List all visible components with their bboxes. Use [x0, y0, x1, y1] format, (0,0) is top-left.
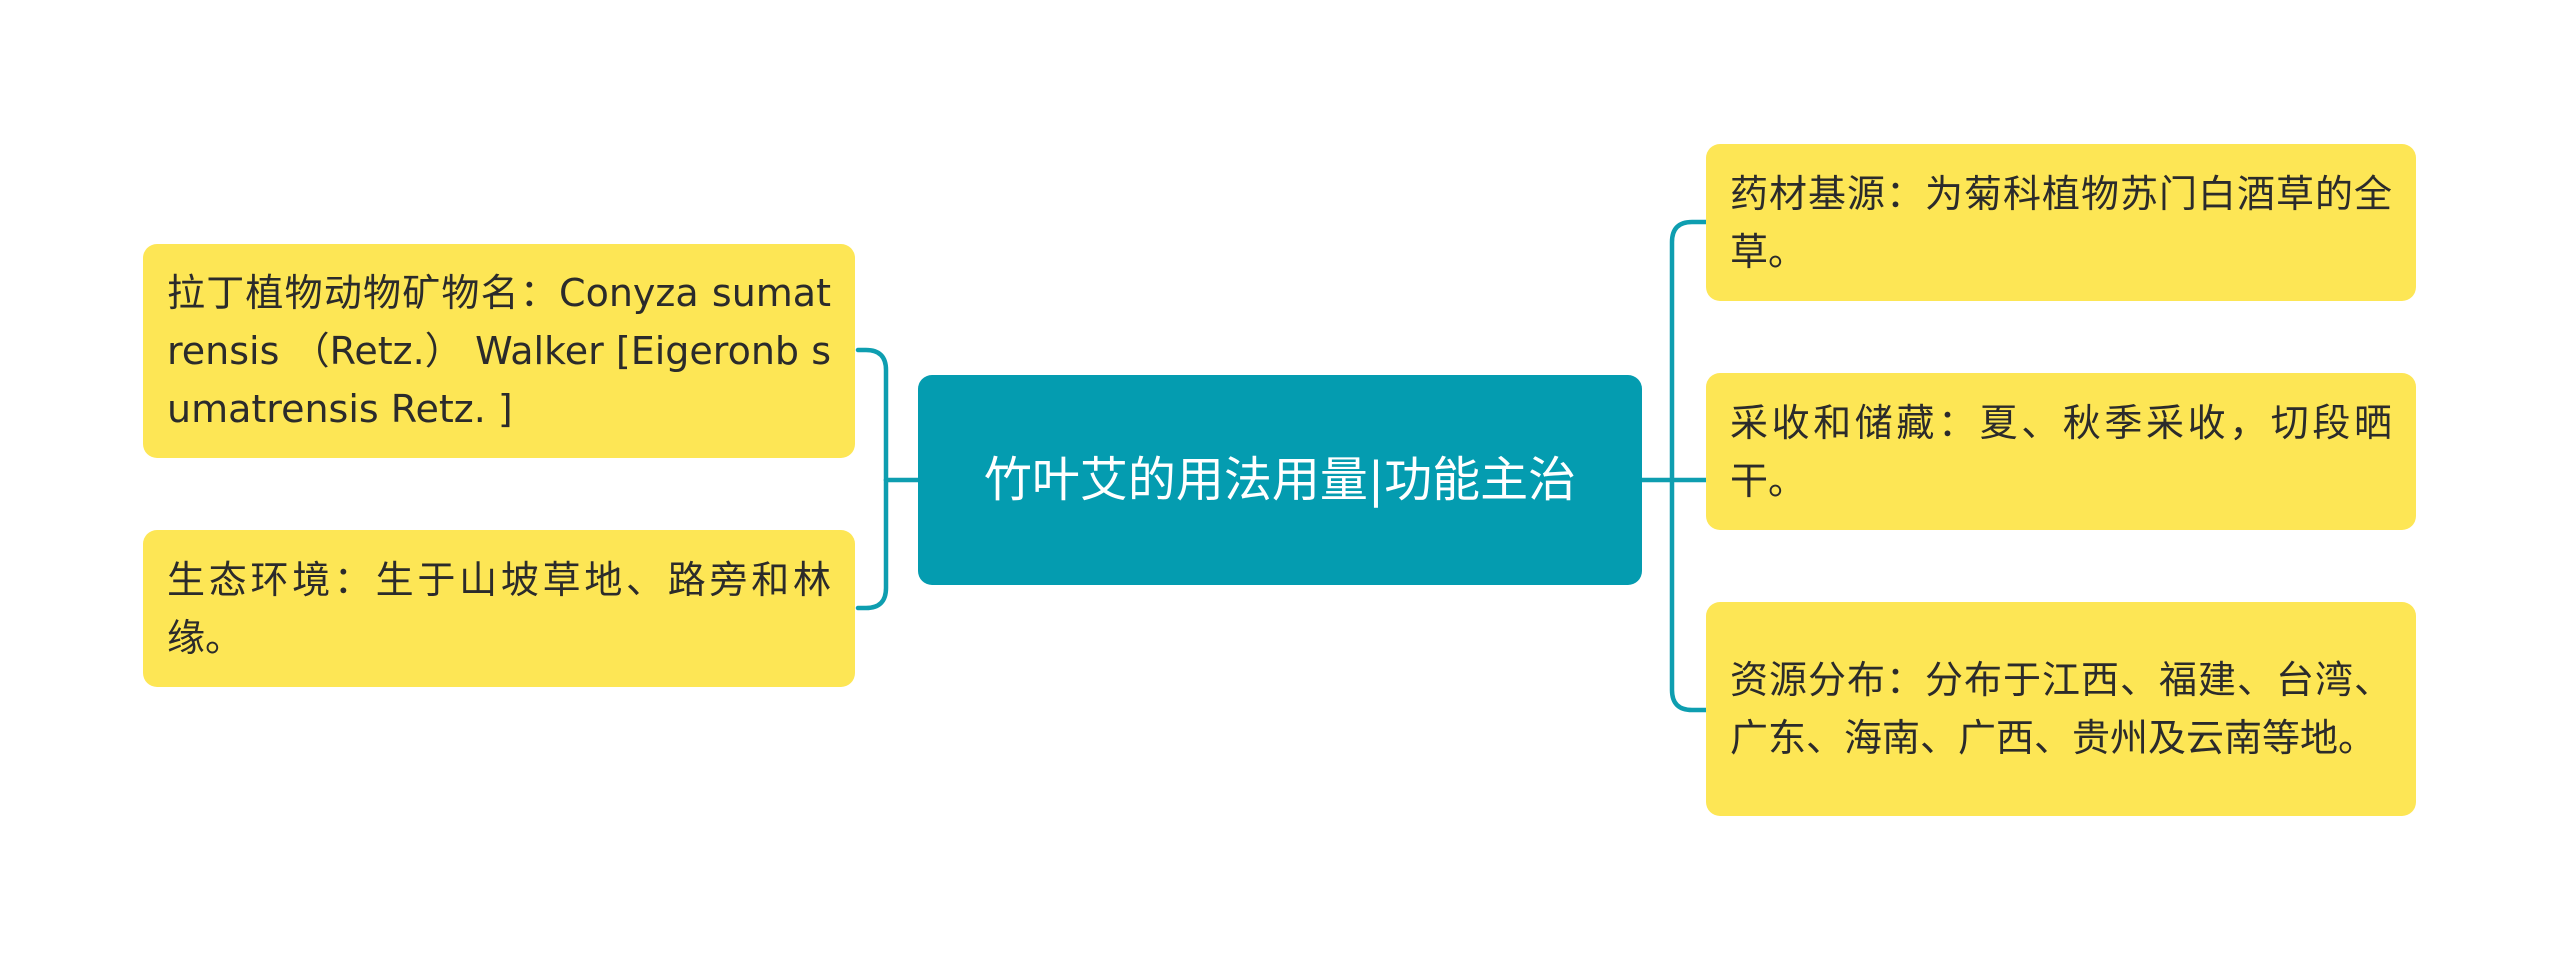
connector-right-1 [1669, 219, 1709, 483]
topic-habitat[interactable]: 生态环境：生于山坡草地、路旁和林缘。 [143, 530, 855, 687]
topic-distribution-label: 资源分布：分布于江西、福建、台湾、广东、海南、广西、贵州及云南等地。 [1730, 658, 2392, 760]
topic-habitat-label: 生态环境：生于山坡草地、路旁和林缘。 [167, 557, 831, 660]
central-topic-label: 竹叶艾的用法用量|功能主治 [983, 452, 1577, 508]
topic-latin-name-label: 拉丁植物动物矿物名：Conyza sumatrensis （Retz.） Wal… [167, 271, 831, 431]
topic-harvest[interactable]: 采收和储藏：夏、秋季采收，切段晒干。 [1706, 373, 2416, 530]
topic-source[interactable]: 药材基源：为菊科植物苏门白酒草的全草。 [1706, 144, 2416, 301]
topic-distribution[interactable]: 资源分布：分布于江西、福建、台湾、广东、海南、广西、贵州及云南等地。 [1706, 602, 2416, 816]
central-topic[interactable]: 竹叶艾的用法用量|功能主治 [918, 375, 1642, 585]
connector-left-2 [855, 477, 889, 611]
connector-left-1 [855, 347, 889, 483]
topic-latin-name[interactable]: 拉丁植物动物矿物名：Conyza sumatrensis （Retz.） Wal… [143, 244, 855, 458]
topic-source-label: 药材基源：为菊科植物苏门白酒草的全草。 [1730, 171, 2392, 274]
connector-right-3 [1669, 477, 1709, 713]
topic-harvest-label: 采收和储藏：夏、秋季采收，切段晒干。 [1730, 400, 2392, 503]
